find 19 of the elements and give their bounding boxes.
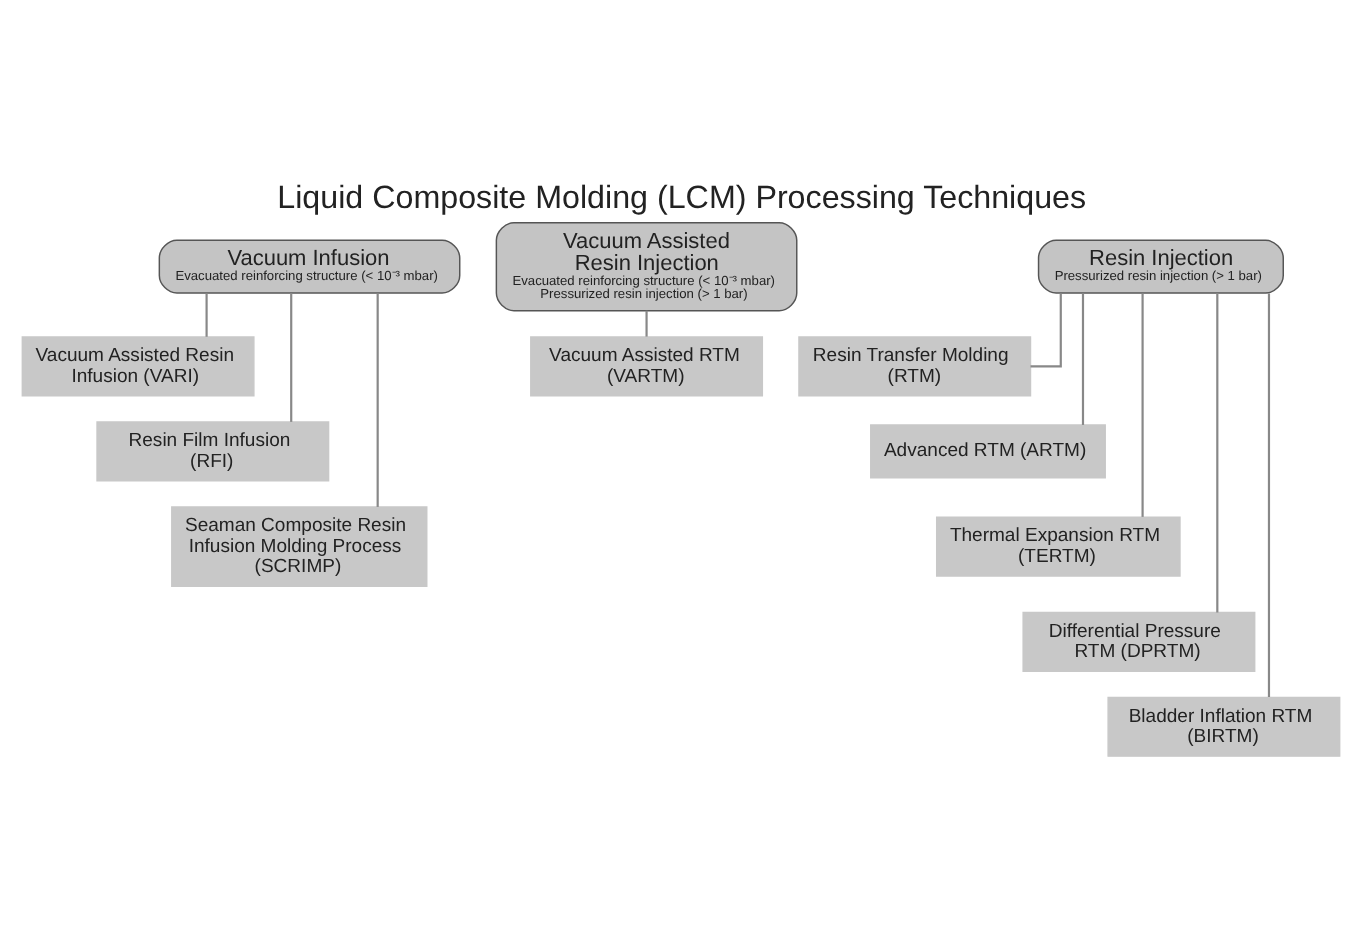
node-box: Bladder Inflation RTM (BIRTM) [1107,695,1341,756]
node-box: Thermal Expansion RTM (TERTM) [935,515,1181,576]
connector [1267,292,1271,697]
connector [376,292,379,506]
node-box: Vacuum Assisted Resin Infusion (VARI) [21,335,255,396]
node-box: Seaman Composite Resin Infusion Molding Process (SCRIMP) [171,505,428,586]
connector [205,292,208,336]
node-box: Resin Film Infusion (RFI) [96,420,330,481]
node-box: Advanced RTM (ARTM) [870,423,1106,478]
connector [1081,292,1085,424]
node-box: Vacuum Assisted RTM (VARTM) [530,335,764,396]
diagram-title: Liquid Composite Molding (LCM) Processing Techniques [277,178,1087,215]
node-box: Resin Transfer Molding (RTM) [798,335,1032,396]
node-box: Differential Pressure RTM (DPRTM) [1022,610,1256,671]
connector [1141,292,1144,516]
connector [290,292,293,421]
connector [1216,292,1219,612]
connector [645,309,648,336]
connector [1030,292,1062,367]
